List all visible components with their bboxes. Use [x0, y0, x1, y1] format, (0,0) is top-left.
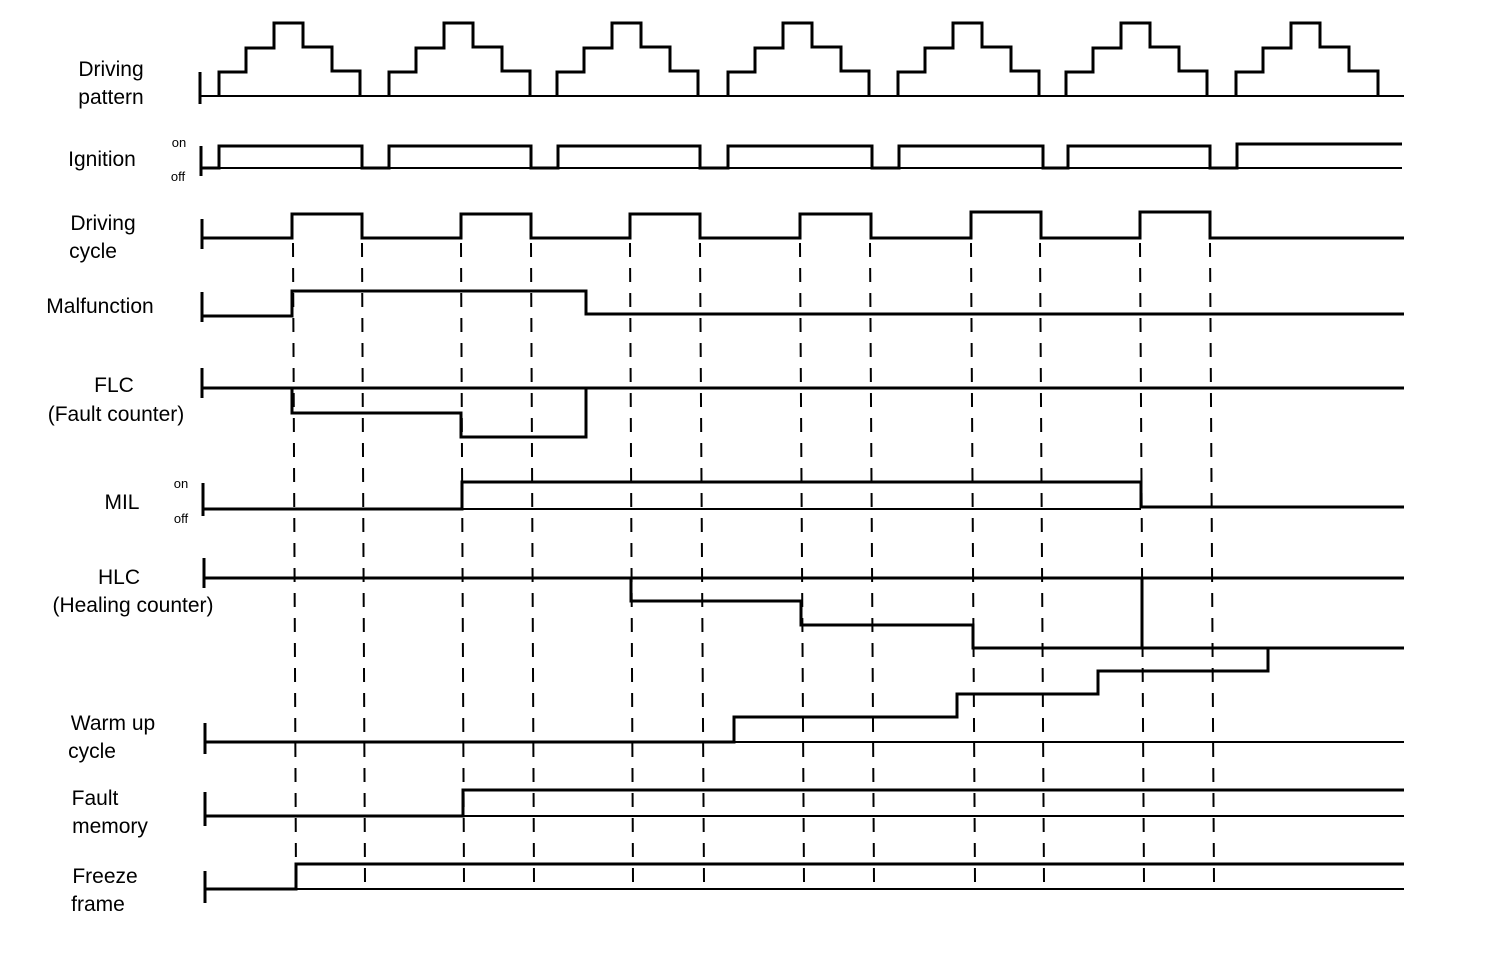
speed-profile — [1234, 21, 1380, 96]
fault-memory-state — [205, 788, 1404, 818]
wave-warm-up-cycle — [205, 648, 1404, 744]
wave-driving-cycle — [202, 210, 1404, 240]
signal-start-ticks — [198, 72, 207, 903]
guide-line — [460, 242, 465, 883]
wave-freeze-frame — [205, 862, 1404, 891]
driving-cycle-state — [202, 210, 1404, 240]
label-driving-cycle-1: Driving — [70, 212, 135, 235]
label-warm-up-cycle-2: cycle — [68, 740, 116, 763]
label-ignition: Ignition — [68, 148, 136, 171]
guide-line — [292, 242, 297, 883]
healing-counter-value — [629, 578, 1144, 650]
label-mil: MIL — [104, 491, 139, 514]
label-warm-up-cycle-1: Warm up — [71, 712, 155, 735]
mil-state — [203, 480, 1404, 511]
label-mil-on: on — [174, 476, 188, 491]
guide-line — [1139, 242, 1145, 883]
speed-profile — [217, 21, 362, 96]
guide-line — [530, 242, 535, 883]
label-freeze-frame-1: Freeze — [72, 865, 137, 888]
signal-labels: Driving pattern Ignition on off Driving … — [46, 58, 213, 916]
cycle-guide-lines — [292, 242, 1215, 883]
freeze-frame-state — [205, 862, 1404, 891]
guide-line — [970, 242, 976, 883]
guide-line — [361, 242, 366, 883]
guide-line — [699, 242, 705, 883]
speed-profile — [387, 21, 532, 96]
wave-driving-pattern — [200, 21, 1404, 97]
ignition-state — [201, 142, 1402, 170]
warm-up-count — [205, 648, 1270, 744]
label-fault-memory-1: Fault — [72, 787, 119, 810]
speed-profile — [555, 21, 700, 96]
guide-line — [799, 242, 805, 883]
label-flc-1: FLC — [94, 374, 134, 397]
speed-profile — [896, 21, 1041, 96]
wave-mil — [203, 480, 1404, 511]
label-hlc-1: HLC — [98, 566, 140, 589]
label-fault-memory-2: memory — [72, 815, 148, 838]
label-driving-pattern-2: pattern — [78, 86, 143, 109]
label-driving-cycle-2: cycle — [69, 240, 117, 263]
fault-counter-value — [290, 388, 588, 439]
wave-fault-memory — [205, 788, 1404, 818]
label-mil-off: off — [174, 511, 189, 526]
guide-line — [629, 242, 634, 883]
guide-line — [1039, 242, 1045, 883]
guide-line — [1209, 242, 1215, 883]
speed-profile — [1064, 21, 1209, 96]
label-ignition-off: off — [171, 169, 186, 184]
wave-malfunction — [202, 289, 1404, 318]
wave-ignition — [201, 142, 1402, 170]
label-malfunction: Malfunction — [46, 295, 153, 318]
malfunction-state — [202, 289, 1404, 318]
label-freeze-frame-2: frame — [71, 893, 125, 916]
wave-flc — [202, 386, 1404, 439]
guide-line — [869, 242, 875, 883]
label-driving-pattern-1: Driving — [78, 58, 143, 81]
label-hlc-2: (Healing counter) — [52, 594, 213, 617]
wave-hlc — [204, 576, 1404, 650]
speed-profile — [726, 21, 871, 96]
label-flc-2: (Fault counter) — [48, 403, 185, 426]
label-ignition-on: on — [172, 135, 186, 150]
